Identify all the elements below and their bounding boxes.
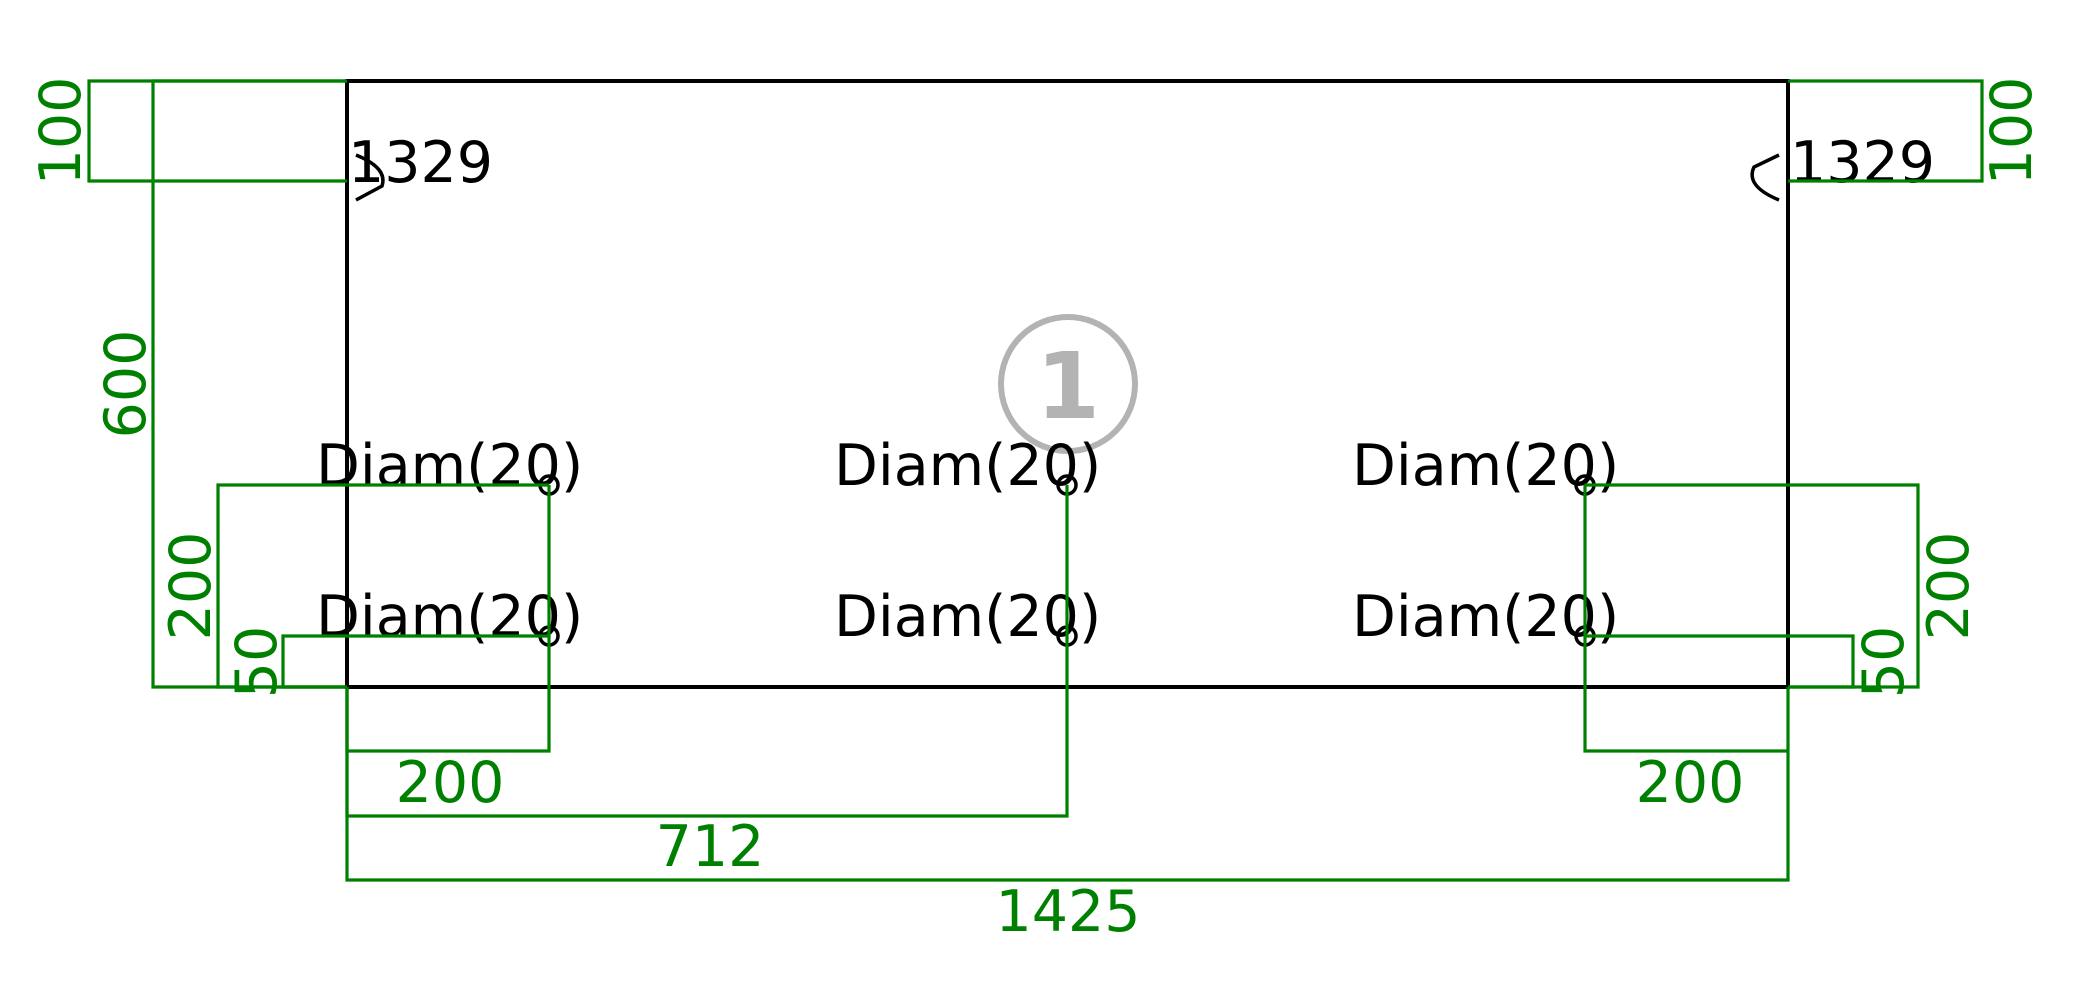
hole-label: Diam(20) <box>834 584 1101 650</box>
dimension-value-bottom-right-200: 200 <box>1636 750 1745 816</box>
dimension-line-top-left-100 <box>87 79 347 183</box>
dimension-value-top-right: 100 <box>1979 77 2045 186</box>
top-left-bevel-mark <box>355 153 385 202</box>
dimension-value-right-50: 50 <box>1851 626 1917 699</box>
dimension-value-overall-1425: 1425 <box>995 879 1140 945</box>
top-left-label: 1329 <box>348 130 493 196</box>
hole-label: Diam(20) <box>1352 433 1619 499</box>
dimension-value-right-200: 200 <box>1916 532 1982 641</box>
hole-label: Diam(20) <box>1352 584 1619 650</box>
dimension-line-bottom-1425 <box>345 687 1790 882</box>
dimension-value-top-left: 100 <box>28 77 94 186</box>
dimension-value-left-50: 50 <box>224 626 290 699</box>
dimension-line-right-50 <box>1585 634 1855 689</box>
dimension-lines <box>87 79 1984 882</box>
dimension-value-bottom-left-200: 200 <box>396 750 505 816</box>
dimension-line-bottom-right-200 <box>1583 485 1788 753</box>
badge-number: 1 <box>1036 333 1100 440</box>
dimension-value-bottom-712: 712 <box>656 814 765 880</box>
hole-label: Diam(20) <box>316 433 583 499</box>
dimension-line-left-50 <box>281 634 549 689</box>
hole-label: Diam(20) <box>316 584 583 650</box>
dimension-value-left-200: 200 <box>158 532 224 641</box>
part-number-badge: 1 <box>998 314 1138 454</box>
top-right-bevel-mark <box>1750 153 1780 202</box>
badge-ring <box>998 314 1138 454</box>
hole-label: Diam(20) <box>834 433 1101 499</box>
top-right-label: 1329 <box>1790 130 1935 196</box>
dimension-values: 100 100 600 200 50 200 50 200 712 200 14… <box>28 77 2045 945</box>
dimension-line-top-right-100 <box>1788 79 1984 183</box>
hole-group: Diam(20) Diam(20) Diam(20) Diam(20) Diam… <box>316 433 1619 650</box>
dimension-value-left-600: 600 <box>93 330 159 439</box>
